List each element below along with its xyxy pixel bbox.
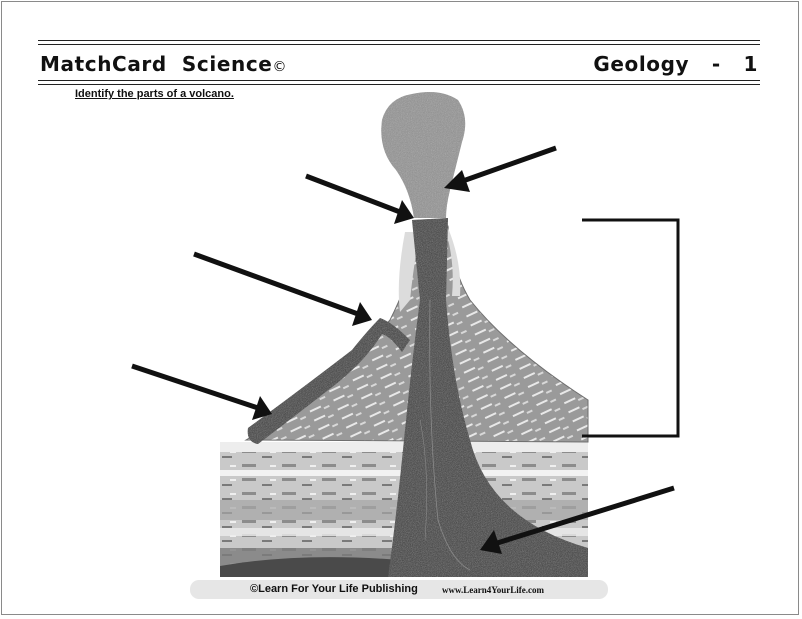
arrow-crater	[305, 173, 414, 224]
worksheet-brand: MatchCard Science©	[40, 52, 287, 76]
label-arrows	[131, 145, 675, 554]
side-vent	[247, 318, 410, 444]
website-link[interactable]: www.Learn4YourLife.com	[442, 585, 544, 595]
arrow-lava-flow	[131, 363, 272, 420]
copyright-mark: ©	[272, 59, 288, 75]
instruction-text: Identify the parts of a volcano.	[75, 88, 234, 100]
header-rule-top	[38, 40, 760, 41]
brand-text: MatchCard Science	[40, 52, 273, 76]
arrow-side-vent	[193, 251, 372, 326]
publisher-text: ©Learn For Your Life Publishing	[250, 583, 418, 595]
arrow-magma-chamber	[480, 485, 675, 554]
cone-bracket	[582, 218, 680, 438]
ash-cloud	[381, 92, 466, 218]
header-rule-bottom	[38, 80, 760, 81]
footer-bar: ©Learn For Your Life Publishing www.Lear…	[190, 580, 608, 599]
header-rule-top-2	[38, 44, 760, 45]
header-rule-bottom-2	[38, 84, 760, 85]
magma-conduit	[388, 218, 588, 577]
worksheet-subject: Geology - 1	[593, 52, 758, 76]
arrow-ash-cloud	[444, 145, 557, 192]
